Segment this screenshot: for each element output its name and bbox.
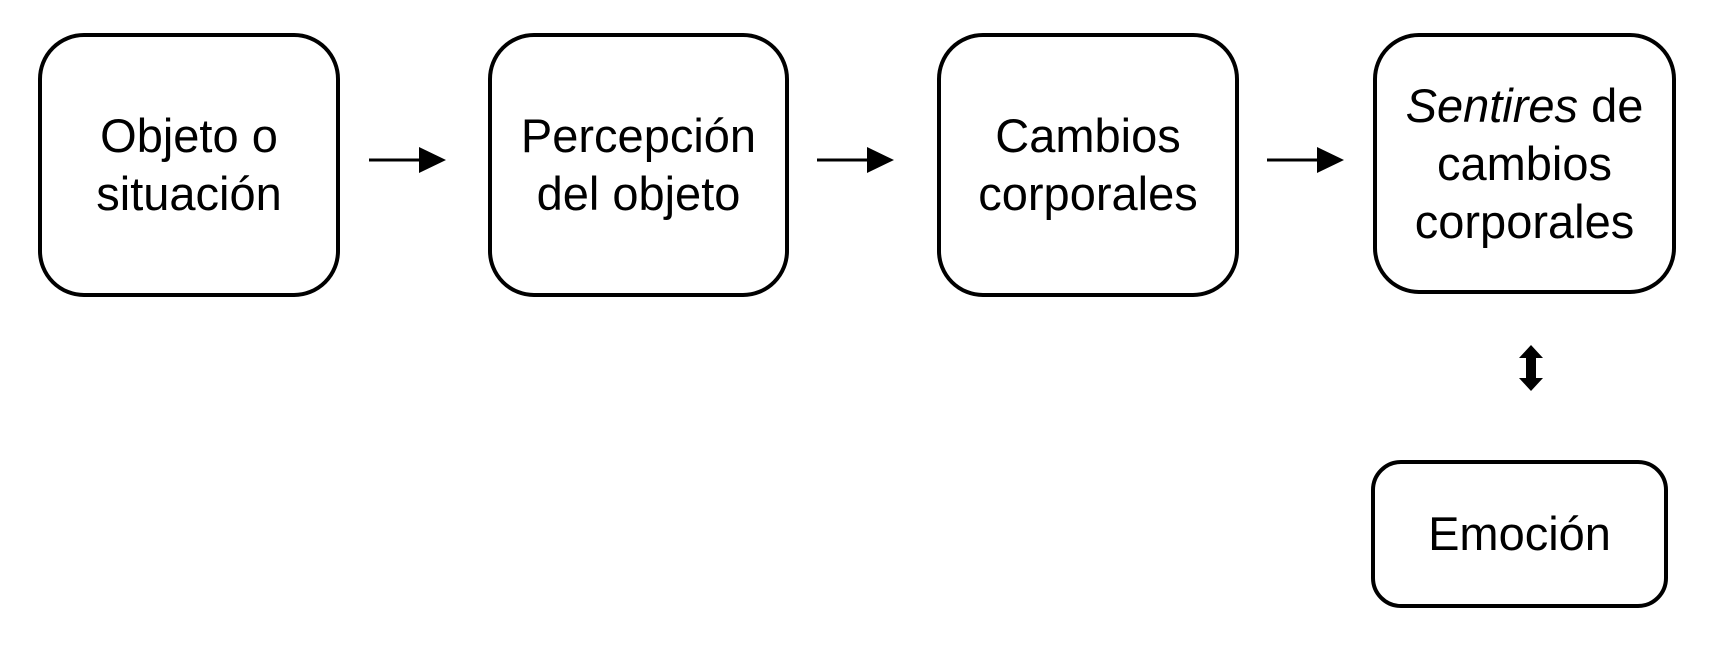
label-line: situación [96,167,282,220]
node-label: Emoción [1428,505,1611,563]
label-line: Percepción [520,109,757,162]
label-line: cambios [1436,136,1612,190]
node-cambios-corporales: Cambios corporales [937,33,1239,297]
right-arrow-icon [369,147,446,173]
node-sentires-de-cambios-corporales: Sentires de cambios corporales [1373,33,1676,294]
label-italic-word: Sentires [1405,78,1579,132]
label-line: Sentires de [1406,77,1644,135]
right-arrow-icon [817,147,894,173]
right-arrow-icon [1267,147,1344,173]
label-rest: de [1578,78,1644,132]
label-line: Objeto o [100,109,278,162]
label-line: Emoción [1428,507,1611,560]
node-label: Objeto o situación [96,107,282,223]
node-objeto-o-situacion: Objeto o situación [38,33,340,297]
label-line: corporales [978,167,1198,220]
double-headed-vertical-arrow-icon [1519,345,1543,391]
label-line: corporales [1414,194,1635,248]
label-line: del objeto [536,167,741,220]
node-label: Sentires de cambios corporales [1406,77,1644,251]
label-line: Cambios [995,109,1181,162]
node-label: Percepción del objeto [521,107,756,223]
node-label: Cambios corporales [978,107,1197,223]
node-percepcion-del-objeto: Percepción del objeto [488,33,789,297]
node-emocion: Emoción [1371,460,1668,608]
